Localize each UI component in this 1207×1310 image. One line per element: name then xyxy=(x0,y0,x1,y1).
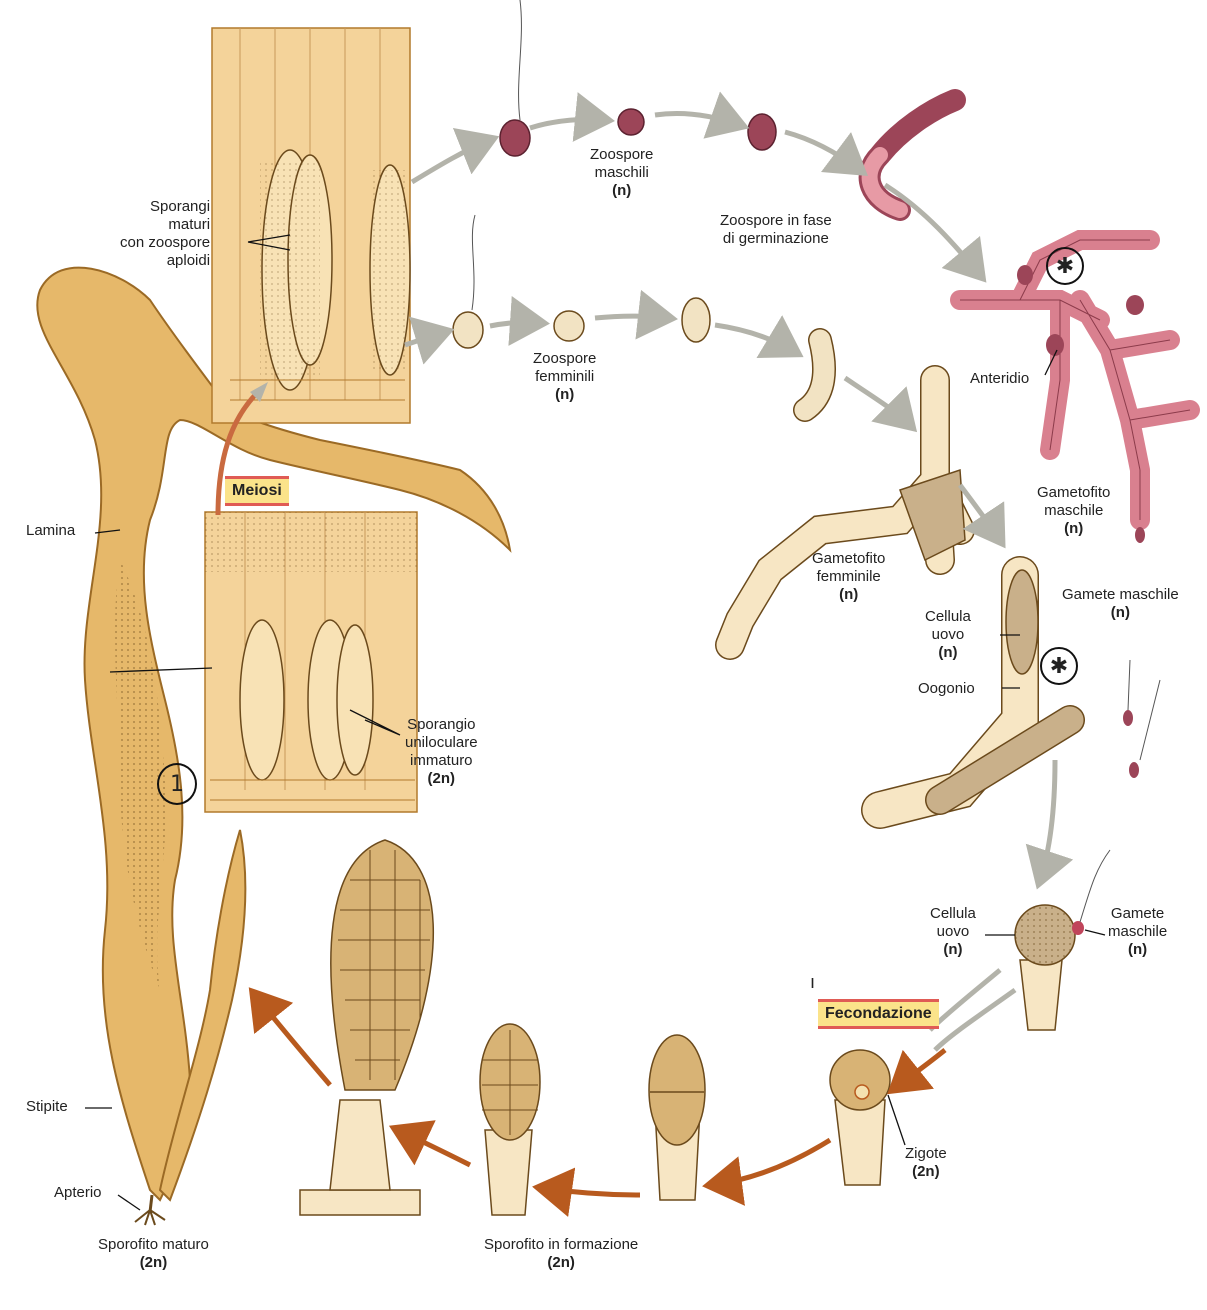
asterisk-annotation-2: ✱ xyxy=(1040,647,1078,685)
label-gamete-maschile-1: Gamete maschile (n) xyxy=(1062,586,1179,621)
number-one-annotation: 1 xyxy=(157,763,197,805)
haploid-phase-arrows xyxy=(404,91,1074,1052)
pointer-lines xyxy=(85,234,1106,1211)
released-male-gametes xyxy=(1123,659,1161,778)
lamina-shading xyxy=(115,560,166,990)
label-zigote: Zigote (2n) xyxy=(905,1145,947,1180)
germinating-male-zoospore xyxy=(858,89,966,221)
female-zoospores xyxy=(452,214,836,422)
label-lamina: Lamina xyxy=(26,522,76,539)
label-sporofito-maturo: Sporofito maturo (2n) xyxy=(98,1236,209,1271)
oogonium xyxy=(861,556,1085,829)
fecondazione-tag: Fecondazione xyxy=(818,999,939,1029)
stipe xyxy=(148,1194,154,1213)
label-anteridio: Anteridio xyxy=(970,370,1030,387)
label-gametofito-femminile: Gametofito femminile (n) xyxy=(812,550,886,603)
label-cellula-uovo-1: Cellula uovo (n) xyxy=(925,608,971,661)
label-sporangio-uniloculare: Sporangio uniloculare immaturo (2n) xyxy=(405,716,478,787)
second-blade xyxy=(158,829,247,1202)
label-sporangi-maturi: Sporangi maturi con zoospore aploidi xyxy=(120,198,211,269)
developing-sporophyte-2cell xyxy=(648,1034,706,1201)
label-gamete-maschile-2: Gamete maschile (n) xyxy=(1108,905,1168,958)
label-oogonio: Oogonio xyxy=(918,680,975,697)
mature-sporangia-tissue xyxy=(211,27,411,424)
asterisk-annotation-1: ✱ xyxy=(1046,247,1084,285)
meiosis-arrow xyxy=(215,390,260,516)
label-stipite: Stipite xyxy=(26,1098,68,1115)
meiosis-arrow-head xyxy=(250,382,268,402)
developing-sporophyte-multicell xyxy=(479,1023,541,1216)
label-apterio: Apterio xyxy=(54,1184,102,1201)
tick-annotation: ı xyxy=(810,972,816,993)
female-gametophyte xyxy=(715,365,975,660)
label-zoospore-maschili: Zoospore maschili (n) xyxy=(590,146,654,199)
male-zoospores xyxy=(499,0,777,157)
zygote xyxy=(829,1049,891,1186)
meiosi-tag: Meiosi xyxy=(225,476,289,506)
young-sporophyte xyxy=(299,839,434,1216)
label-zoospore-germinazione: Zoospore in fase di germinazione xyxy=(720,212,832,247)
diploid-phase-arrows xyxy=(248,987,947,1217)
label-gametofito-maschile: Gametofito maschile (n) xyxy=(1037,484,1111,537)
label-cellula-uovo-2: Cellula uovo (n) xyxy=(930,905,976,958)
label-sporofito-formazione: Sporofito in formazione (2n) xyxy=(484,1236,639,1271)
label-zoospore-femminili: Zoospore femminili (n) xyxy=(533,350,597,403)
immature-sporangium-tissue xyxy=(204,511,418,813)
holdfast xyxy=(134,1209,166,1226)
fertilization-stage xyxy=(1014,849,1111,1031)
mature-sporophyte xyxy=(36,266,512,1226)
